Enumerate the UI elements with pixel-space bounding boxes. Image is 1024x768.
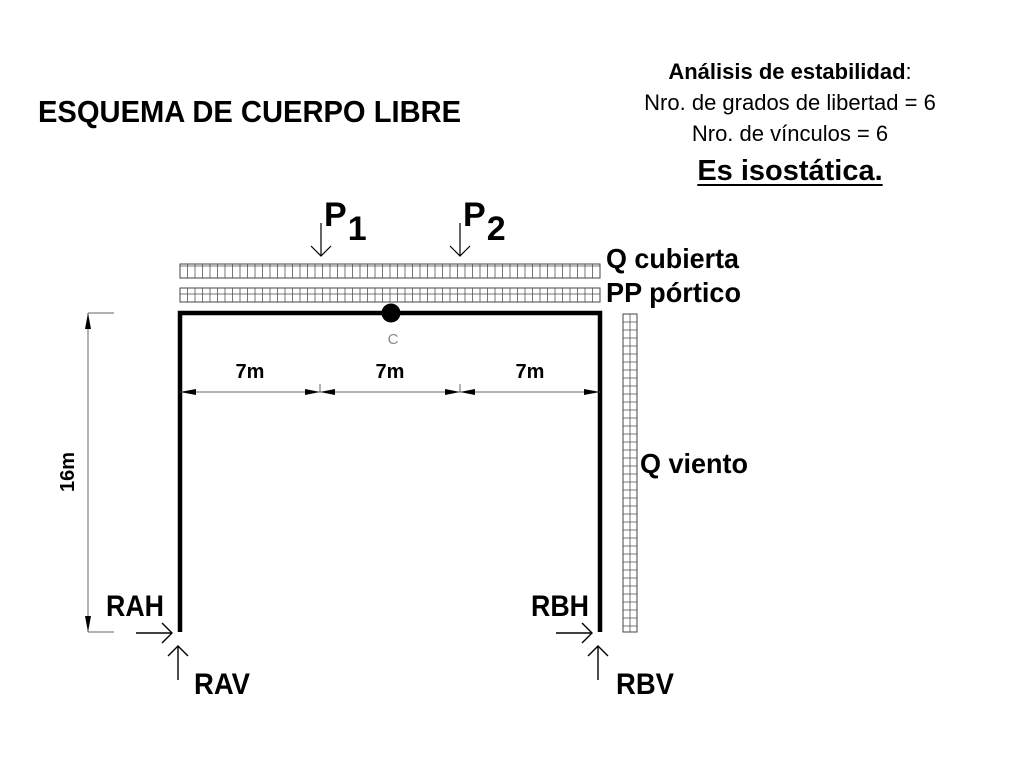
p2-letter: P (463, 196, 486, 234)
p2-index: 2 (487, 210, 506, 248)
span-3-dimension: 7m (516, 361, 545, 383)
analysis-heading-colon: : (905, 59, 912, 84)
self-weight-load-strip (179, 287, 601, 303)
page-title: ESQUEMA DE CUERPO LIBRE (38, 94, 462, 129)
span-dimension-line (180, 384, 600, 395)
stability-analysis: Análisis de estabilidad: Nro. de grados … (560, 56, 1020, 193)
roof-load-strip (179, 263, 601, 279)
height-dimension-line (85, 312, 114, 633)
hinge-c (381, 303, 401, 323)
isostatic-verdict: Es isostática. (697, 155, 883, 187)
span-2-dimension: 7m (376, 361, 405, 383)
roof-load-label: Q cubierta (606, 243, 739, 274)
hinge-label: C (388, 331, 399, 348)
analysis-heading: Análisis de estabilidad (668, 59, 906, 84)
p1-arrow-icon (310, 223, 332, 257)
p2-label: P2 (463, 196, 506, 248)
degrees-of-freedom: Nro. de grados de libertad = 6 (644, 90, 936, 115)
p2-arrow-icon (449, 223, 471, 257)
wind-load-strip (622, 313, 638, 633)
p1-index: 1 (348, 210, 367, 248)
rbv-arrow-icon (587, 645, 609, 680)
p1-label: P1 (324, 196, 367, 248)
rav-label: RAV (194, 668, 250, 701)
p1-letter: P (324, 196, 347, 234)
number-of-links: Nro. de vínculos = 6 (691, 121, 889, 146)
rah-label: RAH (106, 590, 164, 623)
self-weight-label: PP pórtico (606, 277, 741, 308)
height-dimension: 16m (57, 452, 79, 492)
wind-load-label: Q viento (640, 448, 748, 479)
rav-arrow-icon (167, 645, 189, 680)
rah-arrow-icon (136, 622, 173, 644)
rbh-label: RBH (531, 590, 589, 623)
rbh-arrow-icon (556, 622, 593, 644)
span-1-dimension: 7m (236, 361, 265, 383)
rbv-label: RBV (616, 668, 674, 701)
analysis-heading-line: Análisis de estabilidad: (560, 56, 1020, 87)
